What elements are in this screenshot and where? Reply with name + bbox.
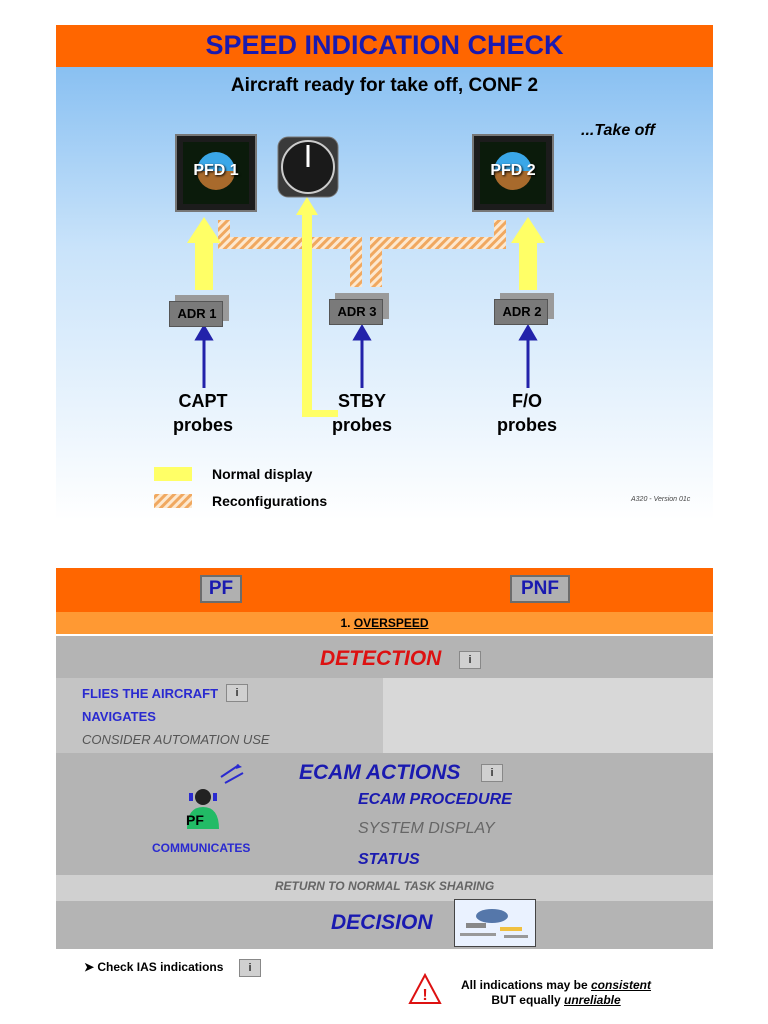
- check-ias-text: Check IAS indications: [97, 960, 224, 974]
- procedure-title: 1. OVERSPEED: [56, 616, 713, 630]
- probe-arrow-stby: [352, 324, 372, 388]
- legend-reconf: Reconfigurations: [212, 493, 328, 509]
- probe-arrow-fo: [518, 324, 538, 388]
- navigates-item: NAVIGATES: [82, 709, 156, 724]
- title-bar: [56, 25, 713, 67]
- decision-thumbnail-image[interactable]: [454, 899, 536, 947]
- communicates-item: COMMUNICATES: [152, 841, 251, 855]
- pfd1-screen: [183, 142, 249, 204]
- fo-line1: F/O: [512, 391, 542, 411]
- pf-button[interactable]: PF: [200, 575, 242, 603]
- adr2-label: ADR 2: [502, 304, 542, 319]
- roles-header: [56, 568, 713, 612]
- legend-normal: Normal display: [212, 466, 313, 482]
- flies-info-button[interactable]: i: [226, 684, 248, 702]
- fo-line2: probes: [496, 415, 557, 435]
- pf-badge: PF: [186, 812, 204, 828]
- fo-probes-label: F/O probes: [472, 389, 582, 437]
- ecam-band: [56, 753, 713, 875]
- warning-text: All indications may be consistent BUT eq…: [436, 978, 676, 1008]
- legend-swatch-normal: [154, 467, 192, 481]
- warning-consistent: consistent: [591, 978, 652, 992]
- adr3-label: ADR 3: [337, 304, 377, 319]
- stby-line2: probes: [331, 415, 392, 435]
- slide-subtitle: Aircraft ready for take off, CONF 2: [230, 75, 539, 96]
- pnf-tasks-area: [383, 678, 713, 753]
- warning-unreliable: unreliable: [564, 993, 621, 1007]
- reconf-path-left: [218, 220, 362, 287]
- pfd2-display: PFD 2: [472, 134, 554, 212]
- speed-check-slide: SPEED INDICATION CHECK Aircraft ready fo…: [56, 25, 713, 520]
- pfd2-screen: [480, 142, 546, 204]
- detection-title: DETECTION: [320, 647, 442, 670]
- normal-arrow-adr1: [187, 217, 221, 290]
- procedure-number: 1.: [340, 616, 351, 630]
- capt-line1: CAPT: [178, 391, 228, 411]
- svg-text:!: !: [422, 987, 427, 1004]
- adr1-label: ADR 1: [177, 306, 217, 321]
- attitude-ball: [197, 152, 235, 190]
- reconf-path-right: [370, 220, 506, 287]
- adr2-box: ADR 2: [494, 299, 548, 325]
- stby-probes-label: STBY probes: [307, 389, 417, 437]
- standby-airspeed-gauge: [277, 136, 339, 198]
- decision-title: DECISION: [331, 911, 433, 934]
- connection-diagram: [154, 136, 545, 508]
- check-ias-info-button[interactable]: i: [239, 959, 261, 977]
- overspeed-slide: PF PNF 1. OVERSPEED DETECTION i FLIES TH…: [56, 568, 713, 1024]
- automation-item: CONSIDER AUTOMATION USE: [82, 732, 270, 747]
- pfd1-label: PFD 1: [193, 162, 239, 179]
- pfd1-display: PFD 1: [175, 134, 257, 212]
- warning-line1: All indications may be consistent: [436, 978, 676, 993]
- capt-line2: probes: [172, 415, 233, 435]
- pilot-headset-icon: [187, 764, 244, 829]
- pfd2-label: PFD 2: [490, 162, 536, 179]
- normal-arrow-adr2: [511, 217, 545, 290]
- return-band: [56, 875, 713, 901]
- overspeed-link[interactable]: OVERSPEED: [353, 616, 429, 630]
- bullet-arrow-icon: ➤: [84, 960, 98, 974]
- warning-line2: BUT equally unreliable: [436, 993, 676, 1008]
- decision-band: [56, 901, 713, 949]
- warning-triangle-icon: !: [408, 973, 442, 1004]
- normal-arrow-stby: [296, 197, 338, 417]
- ecam-actions-title: ECAM ACTIONS: [299, 761, 461, 784]
- pf-tasks-area: [56, 678, 383, 753]
- procedure-bar: [56, 612, 713, 634]
- capt-probes-label: CAPT probes: [148, 389, 258, 437]
- adr1-box: ADR 1: [169, 301, 223, 327]
- pnf-button[interactable]: PNF: [510, 575, 570, 603]
- probe-arrow-capt: [194, 324, 214, 388]
- slide-title: SPEED INDICATION CHECK: [205, 30, 564, 60]
- phase-label: ...Take off: [581, 122, 655, 139]
- flies-aircraft-item: FLIES THE AIRCRAFT: [82, 686, 219, 701]
- warning-line1a: All indications may be: [460, 978, 591, 992]
- warning-line2a: BUT equally: [491, 993, 564, 1007]
- return-item: RETURN TO NORMAL TASK SHARING: [274, 879, 495, 893]
- attitude-ball: [494, 152, 532, 190]
- stby-line1: STBY: [337, 391, 386, 411]
- ecam-info-button[interactable]: i: [481, 764, 503, 782]
- adr3-box: ADR 3: [329, 299, 383, 325]
- status-item: STATUS: [358, 851, 420, 868]
- system-display-item: SYSTEM DISPLAY: [358, 820, 495, 837]
- legend-swatch-reconf: [154, 494, 192, 508]
- ecam-procedure-item: ECAM PROCEDURE: [358, 791, 512, 808]
- detection-info-button[interactable]: i: [459, 651, 481, 669]
- check-ias-item: ➤ Check IAS indications: [84, 960, 223, 974]
- detection-band: [56, 636, 713, 678]
- version-label: A320 - Version 01c: [631, 496, 691, 503]
